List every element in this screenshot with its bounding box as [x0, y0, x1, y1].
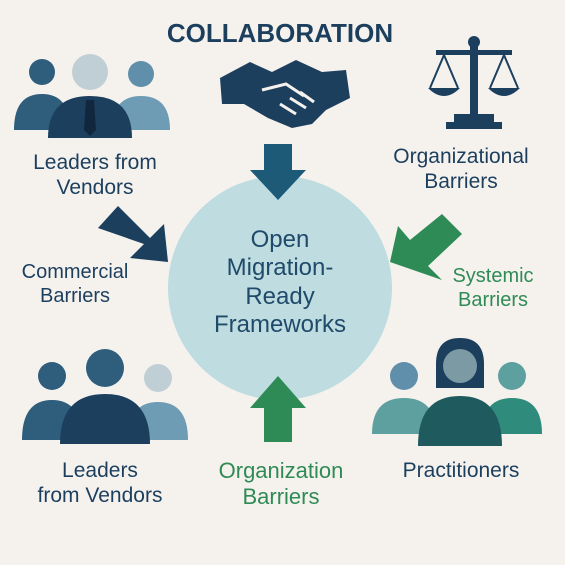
label-line: Commercial	[21, 261, 129, 283]
label-line: Barriers	[242, 484, 320, 510]
label-line: from Vendors	[37, 484, 163, 508]
label-line: Organizational	[393, 145, 529, 168]
people-group-icon	[14, 54, 170, 138]
label-commercial-barriers: Commercial Barriers	[0, 260, 150, 308]
label-line: Barriers	[39, 285, 110, 307]
label-line: Organization	[218, 458, 344, 483]
label-line: Leaders from	[33, 151, 157, 174]
center-label-line: Migration-	[226, 254, 334, 282]
page-title: COLLABORATION	[166, 18, 394, 48]
arrow-top-down	[250, 144, 306, 200]
label-line: Leaders	[62, 459, 138, 482]
center-circle	[168, 176, 392, 400]
people-group-icon	[22, 349, 188, 444]
label-line: Barriers	[424, 170, 498, 194]
center-label-line: Ready	[245, 282, 315, 310]
label-line: Systemic	[452, 265, 534, 287]
label-practitioners: Practitioners	[376, 458, 546, 483]
label-line: Vendors	[56, 176, 134, 200]
people-group-icon	[372, 338, 542, 446]
label-leaders-top: Leaders from Vendors	[10, 150, 180, 200]
center-label-line: Open	[250, 226, 310, 253]
label-line: Barriers	[457, 289, 528, 311]
center-label: Open Migration- Ready Frameworks	[185, 226, 375, 339]
arrow-left-diagonal	[98, 206, 168, 262]
arrow-bottom-up	[250, 376, 306, 442]
label-leaders-bottom: Leaders from Vendors	[10, 458, 190, 508]
arrow-right-diagonal	[390, 214, 462, 280]
scales-icon	[428, 36, 520, 129]
handshake-icon	[220, 60, 350, 128]
label-organization-barriers: Organization Barriers	[196, 458, 366, 511]
label-organizational-barriers: Organizational Barriers	[366, 144, 556, 194]
center-label-line: Frameworks	[213, 310, 346, 338]
label-systemic-barriers: Systemic Barriers	[428, 264, 558, 312]
label-line: Practitioners	[402, 459, 520, 482]
